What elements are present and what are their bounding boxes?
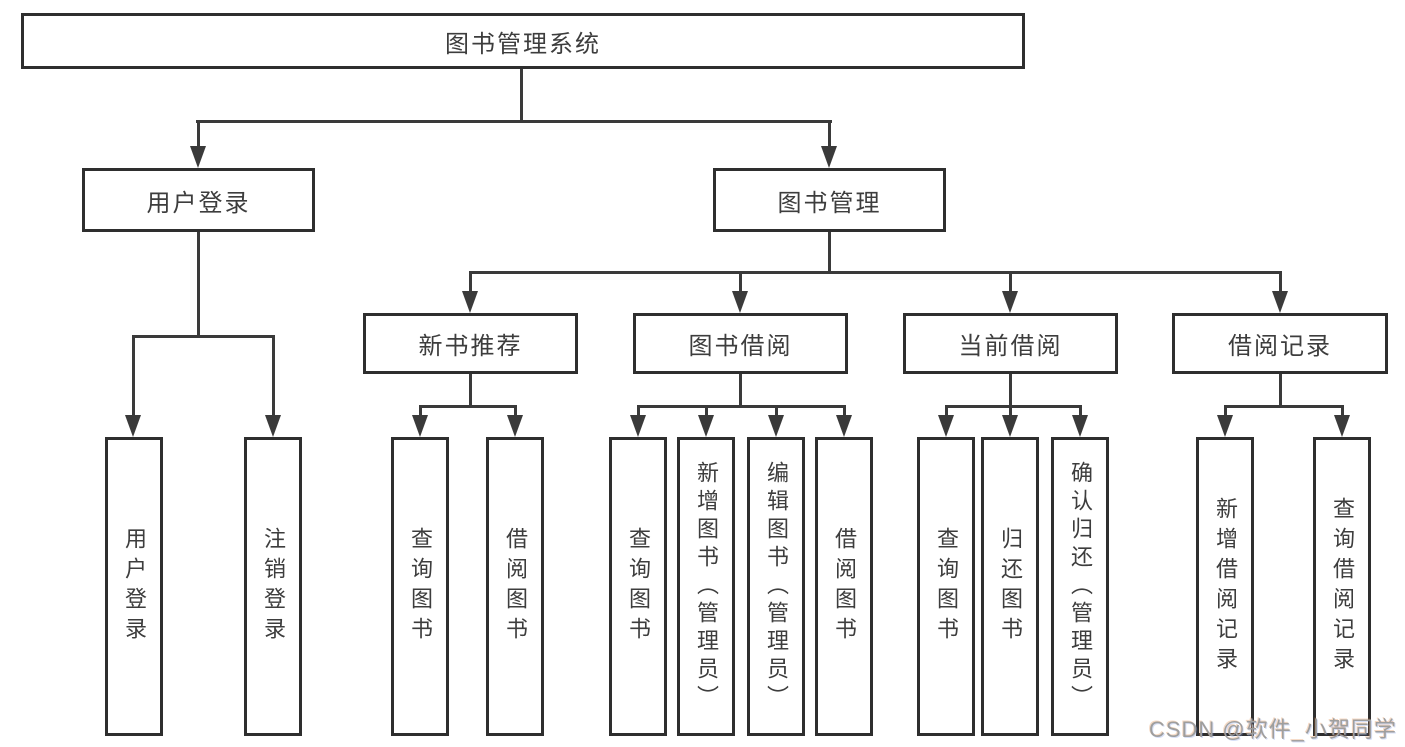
connector-book-borrowing-hbar xyxy=(637,405,846,408)
connector-level1-hbar xyxy=(196,120,832,123)
node-user-login: 用户登录 xyxy=(82,168,315,232)
leaf-query-borrow-record: 查询借阅记录 xyxy=(1313,437,1371,736)
connector-drop xyxy=(1341,405,1344,415)
node-library-system: 图书管理系统 xyxy=(21,13,1025,69)
node-book-management-label: 图书管理 xyxy=(777,189,882,217)
connector-current-borrowing-hbar xyxy=(945,405,1082,408)
connector-drop xyxy=(1224,405,1227,415)
leaf-confirm-return-admin-label: 确认归还（管理员） xyxy=(1068,460,1093,713)
node-book-borrowing: 图书借阅 xyxy=(633,313,848,374)
node-current-borrowing-label: 当前借阅 xyxy=(958,333,1063,360)
arrow-down-icon xyxy=(768,415,784,437)
connector-current-borrowing-trunk xyxy=(1009,374,1012,405)
leaf-add-borrow-record-label: 新增借阅记录 xyxy=(1213,496,1238,677)
arrow-down-icon xyxy=(1334,415,1350,437)
node-user-login-label: 用户登录 xyxy=(146,189,251,217)
leaf-borrow-books-recommend: 借阅图书 xyxy=(486,437,544,736)
leaf-query-borrow-record-label: 查询借阅记录 xyxy=(1330,496,1355,677)
connector-drop xyxy=(843,405,846,415)
node-library-system-label: 图书管理系统 xyxy=(445,30,601,58)
connector-book-borrowing-trunk xyxy=(739,374,742,405)
arrow-down-icon xyxy=(1272,291,1288,313)
leaf-borrow-books-borrowing-label: 借阅图书 xyxy=(832,526,857,647)
node-book-borrowing-label: 图书借阅 xyxy=(688,333,793,360)
connector-user-login-hbar xyxy=(132,335,275,338)
arrow-down-icon xyxy=(732,291,748,313)
connector-drop-borrowing-records xyxy=(1279,271,1282,291)
connector-drop-user-login xyxy=(197,120,200,146)
leaf-user-login-label: 用户登录 xyxy=(122,526,147,647)
leaf-borrow-books-borrowing: 借阅图书 xyxy=(815,437,873,736)
leaf-user-login: 用户登录 xyxy=(105,437,163,736)
connector-user-login-trunk xyxy=(197,232,200,335)
connector-drop xyxy=(775,405,778,415)
node-current-borrowing: 当前借阅 xyxy=(903,313,1118,374)
arrow-down-icon xyxy=(821,146,837,168)
arrow-down-icon xyxy=(125,415,141,437)
arrow-down-icon xyxy=(1217,415,1233,437)
node-new-book-recommend: 新书推荐 xyxy=(363,313,578,374)
connector-drop xyxy=(514,405,517,415)
connector-level3-hbar xyxy=(469,271,1282,274)
leaf-query-books-recommend-label: 查询图书 xyxy=(408,526,433,647)
connector-drop-book-management xyxy=(828,120,831,146)
connector-borrowing-records-hbar xyxy=(1224,405,1344,408)
arrow-down-icon xyxy=(1002,415,1018,437)
connector-drop-new-book xyxy=(469,271,472,291)
arrow-down-icon xyxy=(938,415,954,437)
arrow-down-icon xyxy=(507,415,523,437)
arrow-down-icon xyxy=(698,415,714,437)
connector-drop-leaf-logout xyxy=(272,335,275,415)
connector-root-trunk xyxy=(520,69,523,120)
leaf-borrow-books-recommend-label: 借阅图书 xyxy=(503,526,528,647)
connector-drop xyxy=(705,405,708,415)
connector-drop xyxy=(419,405,422,415)
leaf-return-books: 归还图书 xyxy=(981,437,1039,736)
watermark: CSDN @软件_小贺同学 xyxy=(1148,717,1397,742)
arrow-down-icon xyxy=(412,415,428,437)
leaf-add-borrow-record: 新增借阅记录 xyxy=(1196,437,1254,736)
node-new-book-recommend-label: 新书推荐 xyxy=(418,333,523,360)
arrow-down-icon xyxy=(836,415,852,437)
arrow-down-icon xyxy=(630,415,646,437)
arrow-down-icon xyxy=(462,291,478,313)
leaf-edit-books-admin-label: 编辑图书（管理员） xyxy=(764,460,789,713)
connector-drop xyxy=(1009,405,1012,415)
leaf-add-books-admin-label: 新增图书（管理员） xyxy=(694,460,719,713)
leaf-logout-login: 注销登录 xyxy=(244,437,302,736)
connector-drop xyxy=(637,405,640,415)
connector-new-book-hbar xyxy=(419,405,517,408)
leaf-query-books-current: 查询图书 xyxy=(917,437,975,736)
leaf-logout-login-label: 注销登录 xyxy=(261,526,286,647)
leaf-add-books-admin: 新增图书（管理员） xyxy=(677,437,735,736)
arrow-down-icon xyxy=(1002,291,1018,313)
leaf-edit-books-admin: 编辑图书（管理员） xyxy=(747,437,805,736)
node-borrowing-records: 借阅记录 xyxy=(1172,313,1388,374)
connector-borrowing-records-trunk xyxy=(1279,374,1282,405)
connector-new-book-trunk xyxy=(469,374,472,405)
node-book-management: 图书管理 xyxy=(713,168,946,232)
connector-drop xyxy=(945,405,948,415)
arrow-down-icon xyxy=(190,146,206,168)
leaf-confirm-return-admin: 确认归还（管理员） xyxy=(1051,437,1109,736)
leaf-query-books-borrowing: 查询图书 xyxy=(609,437,667,736)
leaf-query-books-recommend: 查询图书 xyxy=(391,437,449,736)
arrow-down-icon xyxy=(265,415,281,437)
connector-book-management-trunk xyxy=(828,232,831,271)
connector-drop-current-borrowing xyxy=(1009,271,1012,291)
leaf-query-books-borrowing-label: 查询图书 xyxy=(626,526,651,647)
leaf-query-books-current-label: 查询图书 xyxy=(934,526,959,647)
connector-drop-book-borrowing xyxy=(739,271,742,291)
connector-drop xyxy=(1079,405,1082,415)
leaf-return-books-label: 归还图书 xyxy=(998,526,1023,647)
connector-drop-leaf-user-login xyxy=(132,335,135,415)
arrow-down-icon xyxy=(1072,415,1088,437)
node-borrowing-records-label: 借阅记录 xyxy=(1228,333,1332,360)
